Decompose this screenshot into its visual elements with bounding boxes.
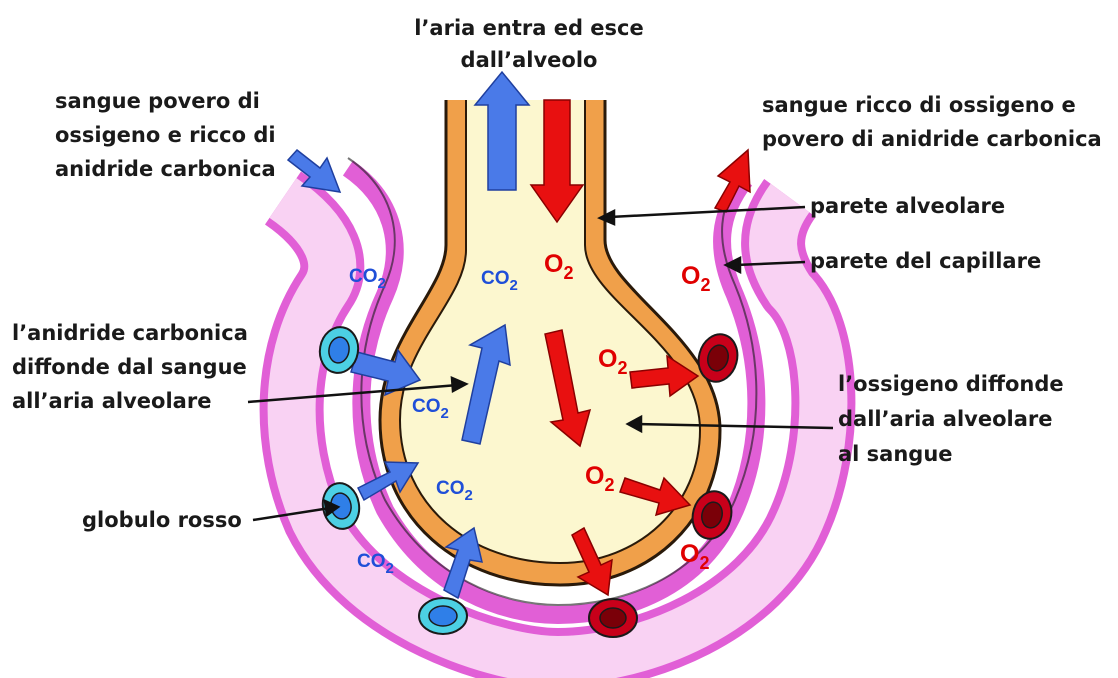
poor-blood-label-line2: ossigeno e ricco di [55, 123, 276, 147]
air-label-line2: dall’alveolo [461, 48, 598, 72]
co2-diffusion-label-line3: all’aria alveolare [12, 389, 211, 413]
co2-diffusion-label-line1: l’anidride carbonica [12, 321, 248, 345]
o2-label: O2 [681, 262, 710, 295]
co2-diffusion-label-line2: diffonde dal sangue [12, 355, 247, 379]
blue-red-blood-cell [419, 598, 467, 634]
poor-blood-label-line1: sangue povero di [55, 89, 260, 113]
poor-blood-label-line3: anidride carbonica [55, 157, 276, 181]
rich-blood-label-line1: sangue ricco di ossigeno e [762, 93, 1076, 117]
capillary-wall-label: parete del capillare [810, 249, 1041, 273]
red-cell-label: globulo rosso [82, 508, 242, 532]
rich-blood-label-line2: povero di anidride carbonica [762, 127, 1102, 151]
alveolar-wall-label: parete alveolare [810, 194, 1005, 218]
red-blood-cell [589, 599, 637, 637]
o2-diffusion-label-line2: dall’aria alveolare [838, 407, 1052, 431]
air-label-line1: l’aria entra ed esce [414, 16, 643, 40]
o2-diffusion-label-line3: al sangue [838, 442, 953, 466]
o2-diffusion-label-line1: l’ossigeno diffonde [838, 372, 1064, 396]
